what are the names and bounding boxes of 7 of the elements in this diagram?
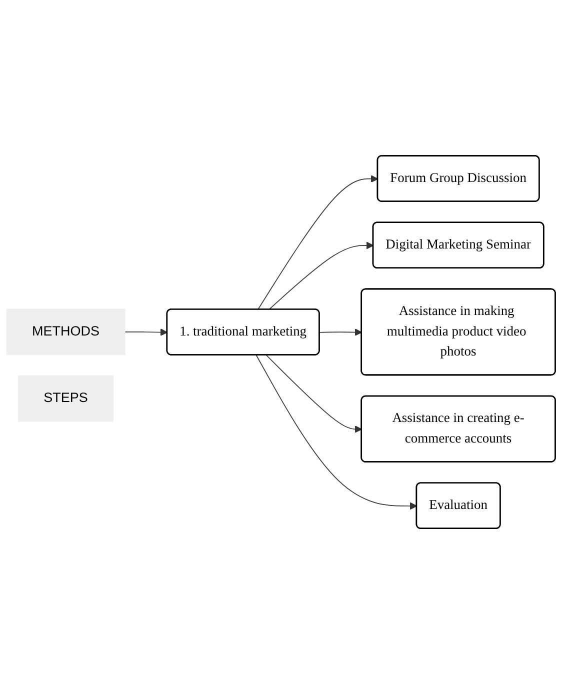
arrow xyxy=(266,355,362,434)
arrow xyxy=(319,328,362,336)
node-box: METHODS xyxy=(6,309,126,356)
arrow xyxy=(268,242,374,310)
arrow xyxy=(124,328,168,336)
arrow xyxy=(257,176,378,310)
arrow xyxy=(256,355,418,510)
